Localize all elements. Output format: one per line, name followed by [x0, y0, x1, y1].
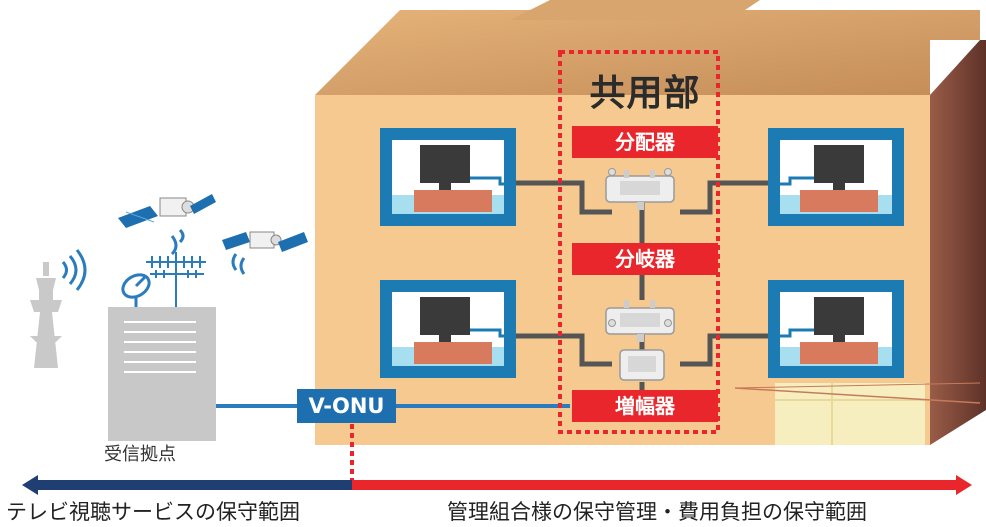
- antenna-icon: [146, 252, 206, 308]
- tv-icon: [814, 297, 864, 335]
- vonu-box: V-ONU: [297, 389, 396, 423]
- tv-icon: [814, 145, 864, 183]
- building-roof: [315, 10, 980, 95]
- dish-icon: [121, 273, 151, 308]
- satellite-icon: [118, 194, 216, 256]
- room-top-right: [768, 128, 904, 226]
- receive-building: [108, 307, 216, 441]
- room-bottom-right: [768, 280, 904, 378]
- amplifier-label: 増幅器: [572, 390, 718, 422]
- splitter-label: 分岐器: [572, 243, 718, 275]
- coax-cables: [516, 180, 768, 395]
- shared-area-border: [558, 50, 720, 434]
- tv-icon: [420, 145, 470, 183]
- shared-area-title: 共用部: [589, 73, 701, 114]
- satellite-icon: [222, 231, 308, 275]
- distributor-label: 分配器: [572, 126, 718, 158]
- range-arrow-right: [352, 475, 972, 495]
- splitter-device-icon: [605, 300, 675, 342]
- room-top-left: [380, 128, 516, 226]
- tv-tower-icon: [30, 249, 87, 368]
- building-side-wall: [930, 40, 986, 445]
- association-maintenance-range-label: 管理組合様の保守管理・費用負担の保守範囲: [447, 500, 867, 524]
- room-bottom-left: [380, 280, 516, 378]
- splitter-device-icon: [605, 168, 675, 210]
- service-maintenance-range-label: テレビ視聴サービスの保守範囲: [6, 500, 300, 524]
- amplifier-device-icon: [619, 349, 665, 381]
- tv-icon: [420, 297, 470, 335]
- range-arrow-left: [22, 475, 352, 495]
- receive-point-label: 受信拠点: [104, 444, 176, 465]
